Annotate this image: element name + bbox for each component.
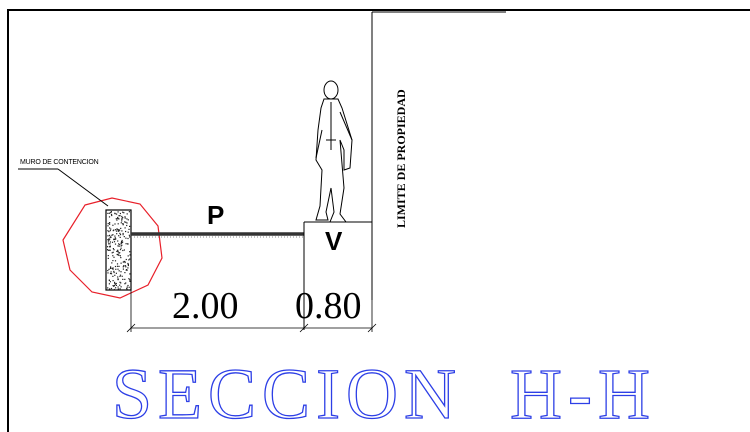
dimension-sidewalk-value: 2.00 [172, 285, 239, 327]
section-title: SECCION H-H [112, 354, 656, 432]
dimension-zone-value: 0.80 [295, 285, 362, 327]
wall-label: MURO DE CONTENCION [20, 159, 99, 166]
wall-leader-line [57, 168, 109, 207]
zone-label: V [325, 226, 343, 256]
drawing-frame [7, 9, 750, 432]
wall-callout-circle [62, 197, 163, 299]
retaining-wall [105, 209, 132, 291]
property-limit-label: LIMITE DE PROPIEDAD [394, 89, 408, 228]
sidewalk-label: P [207, 200, 224, 230]
dimension-line [126, 290, 377, 333]
standing-person-icon [315, 80, 353, 223]
